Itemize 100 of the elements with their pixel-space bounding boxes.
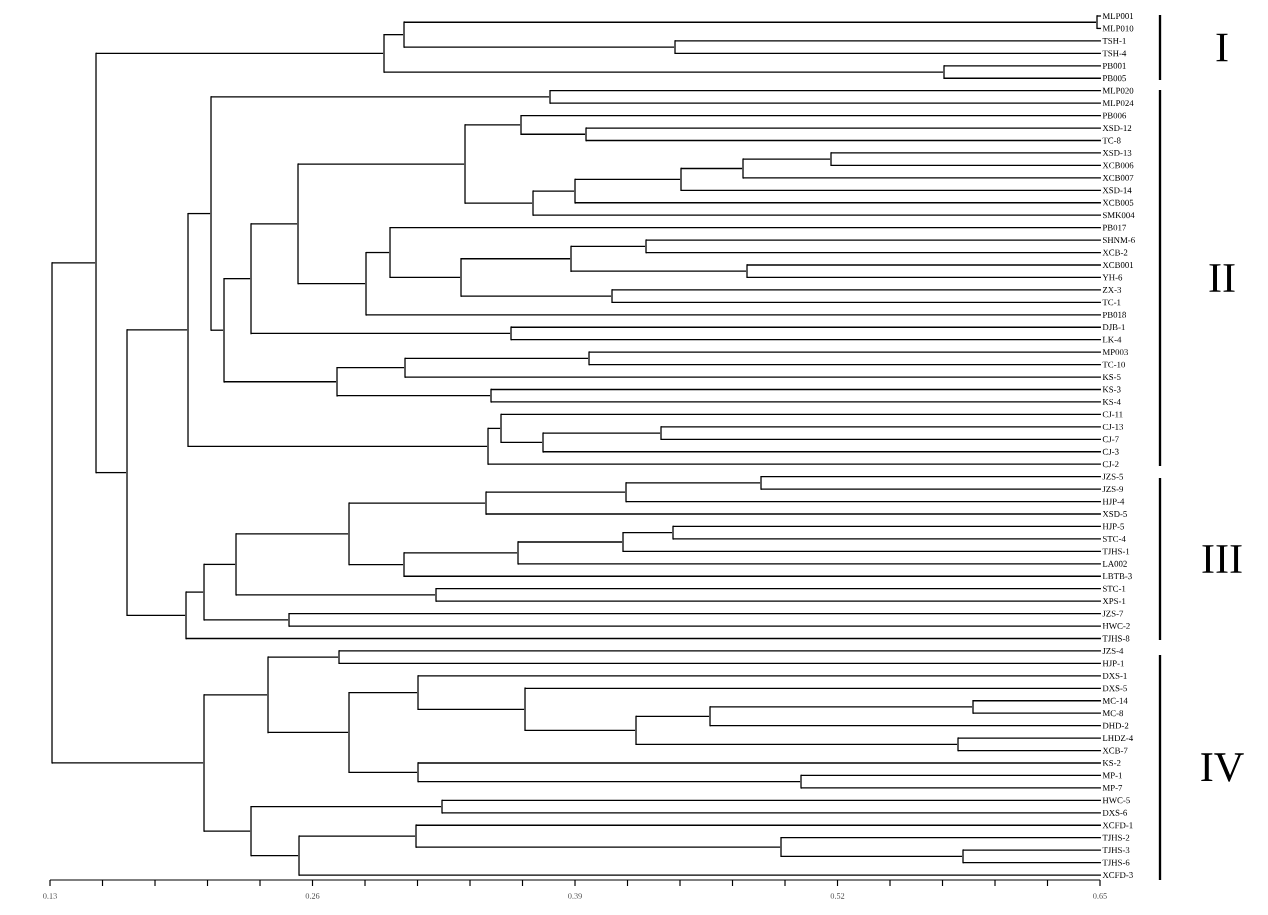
leaf-label: XCB-2	[1102, 249, 1128, 256]
dendrogram-branch	[674, 52, 1102, 54]
leaf-label: XSD-12	[1102, 125, 1132, 131]
leaf-label: STC-1	[1103, 585, 1126, 592]
leaf-label: TSH-4	[1102, 50, 1127, 57]
dendrogram-branch	[485, 513, 1102, 515]
dendrogram-branch	[524, 687, 1102, 689]
dendrogram-branch	[267, 656, 339, 658]
dendrogram-branch	[611, 301, 1102, 303]
dendrogram-branch	[625, 482, 761, 484]
dendrogram-branch	[760, 476, 1102, 478]
leaf-label: SHNM-6	[1103, 237, 1135, 244]
leaf-label: PB006	[1102, 112, 1127, 119]
dendrogram-branch	[95, 471, 127, 474]
dendrogram-branch	[95, 52, 384, 54]
leaf-label: XCFD-1	[1102, 822, 1133, 829]
leaf-label: HJP-5	[1102, 523, 1125, 530]
dendrogram-branch	[348, 563, 404, 566]
leaf-label: LBTB-3	[1102, 573, 1132, 580]
leaf-label: XSD-14	[1102, 187, 1132, 194]
dendrogram-branch	[487, 427, 501, 430]
dendrogram-branch	[348, 502, 486, 504]
tick-label: 0.39	[568, 893, 582, 899]
dendrogram-branch	[622, 532, 673, 534]
leaf-label: XCB005	[1102, 199, 1134, 206]
dendrogram-branch	[460, 295, 612, 297]
dendrogram-branch	[542, 451, 1102, 453]
dendrogram-branch	[962, 849, 1102, 851]
dendrogram-branch	[464, 202, 533, 204]
leaf-label: SMK004	[1103, 212, 1135, 219]
dendrogram-branch	[298, 874, 1102, 876]
dendrogram-branch	[635, 715, 710, 717]
dendrogram-branch	[672, 525, 1102, 528]
dendrogram-branch	[250, 854, 299, 857]
leaf-label: MLP001	[1102, 13, 1134, 19]
leaf-label: KS-5	[1102, 374, 1121, 380]
tick-label: 0.13	[43, 893, 57, 899]
dendrogram-branch	[403, 46, 675, 48]
dendrogram-branch	[680, 189, 1102, 191]
dendrogram-branch	[383, 71, 944, 73]
dendrogram-branch	[800, 787, 1102, 789]
dendrogram-branch	[417, 708, 525, 710]
dendrogram-branch	[435, 588, 1102, 590]
leaf-label: HJP-1	[1102, 660, 1124, 667]
dendrogram-branch	[336, 395, 491, 397]
dendrogram-branch	[585, 139, 1102, 142]
leaf-label: XCFD-3	[1102, 872, 1133, 878]
dendrogram-branch	[709, 725, 1102, 727]
dendrogram-branch	[203, 619, 289, 621]
dendrogram-branch	[574, 178, 681, 181]
leaf-label: MLP024	[1102, 100, 1134, 107]
dendrogram-branch	[660, 426, 1102, 428]
leaf-label: XPS-1	[1102, 598, 1126, 605]
dendrogram-branch	[645, 251, 1102, 254]
leaf-label: HWC-2	[1102, 623, 1130, 629]
leaf-label: LK-4	[1102, 336, 1122, 343]
dendrogram-branch	[972, 712, 1102, 714]
dendrogram-branch	[520, 133, 586, 135]
leaf-label: DXS-5	[1102, 685, 1127, 692]
dendrogram-branch	[549, 90, 1102, 92]
dendrogram-branch	[672, 538, 1102, 540]
dendrogram-branch	[441, 812, 1102, 814]
dendrogram-branch	[348, 771, 418, 773]
dendrogram-branch	[517, 563, 1102, 565]
dendrogram-branch	[520, 114, 1102, 117]
dendrogram-branch	[338, 662, 1102, 665]
dendrogram-branch	[574, 202, 1102, 204]
dendrogram-branch	[570, 245, 646, 247]
leaf-label: PB017	[1102, 224, 1127, 231]
dendrogram-branch	[185, 591, 204, 593]
dendrogram-branch	[203, 830, 251, 832]
leaf-label: CJ-13	[1102, 423, 1124, 430]
dendrogram-branch	[235, 594, 436, 596]
leaf-label: JZS-7	[1102, 610, 1124, 617]
leaf-label: MLP010	[1102, 25, 1134, 32]
dendrogram-branch	[298, 835, 416, 837]
group-label: III	[1202, 545, 1242, 573]
dendrogram-branch	[532, 214, 1102, 216]
dendrogram-branch	[250, 223, 298, 225]
dendrogram-branch	[524, 729, 636, 731]
dendrogram-branch	[510, 326, 1102, 328]
dendrogram-branch	[365, 314, 1102, 316]
dendrogram-branch	[417, 781, 801, 783]
dendrogram-branch	[235, 533, 349, 535]
leaf-label: CJ-3	[1102, 448, 1119, 455]
dendrogram-branch	[126, 329, 188, 331]
leaf-label: JZS-9	[1102, 486, 1124, 493]
dendrogram-branch	[223, 381, 337, 383]
dendrogram-branch	[485, 491, 626, 493]
dendrogram-branch	[549, 102, 1102, 104]
leaf-label: MC-8	[1102, 710, 1124, 717]
dendrogram-branch	[487, 463, 1102, 465]
leaf-label: ZX-3	[1102, 286, 1122, 293]
dendrogram-branch	[660, 438, 1102, 440]
dendrogram-branch	[1096, 27, 1102, 30]
leaf-label: PB005	[1102, 75, 1126, 82]
tick-label: 0.65	[1093, 893, 1107, 899]
dendrogram-branch	[585, 127, 1102, 129]
dendrogram-branch	[962, 861, 1102, 864]
tick-label: 0.52	[830, 893, 845, 899]
